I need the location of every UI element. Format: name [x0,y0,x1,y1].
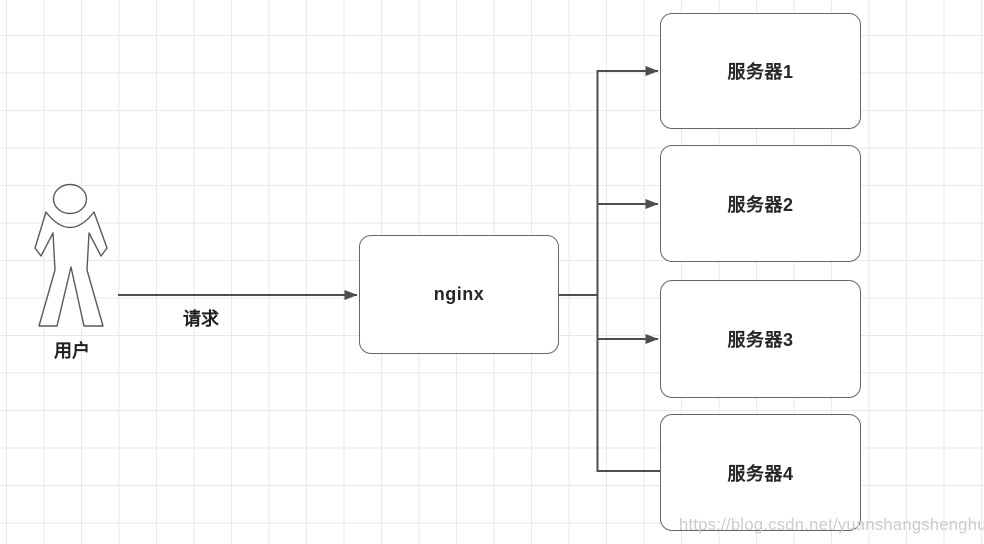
server-node-1: 服务器1 [660,13,861,129]
server-node-2: 服务器2 [660,145,861,262]
server-node-label: 服务器2 [727,194,794,215]
watermark-url: https://blog.csdn.net/yuanshangshenghuo [679,516,984,534]
person-head [52,183,88,215]
server-node-4: 服务器4 [660,414,861,531]
user-label: 用户 [54,341,90,361]
request-label: 请求 [183,309,219,329]
server-node-label: 服务器4 [727,463,794,484]
server-node-label: 服务器1 [727,62,794,82]
nginx-node: nginx [359,235,559,354]
server-node-3: 服务器3 [660,280,861,398]
nginx-node-label: nginx [433,284,485,304]
person-body [34,211,108,327]
person-icon [34,183,108,327]
server-node-label: 服务器3 [727,330,794,350]
